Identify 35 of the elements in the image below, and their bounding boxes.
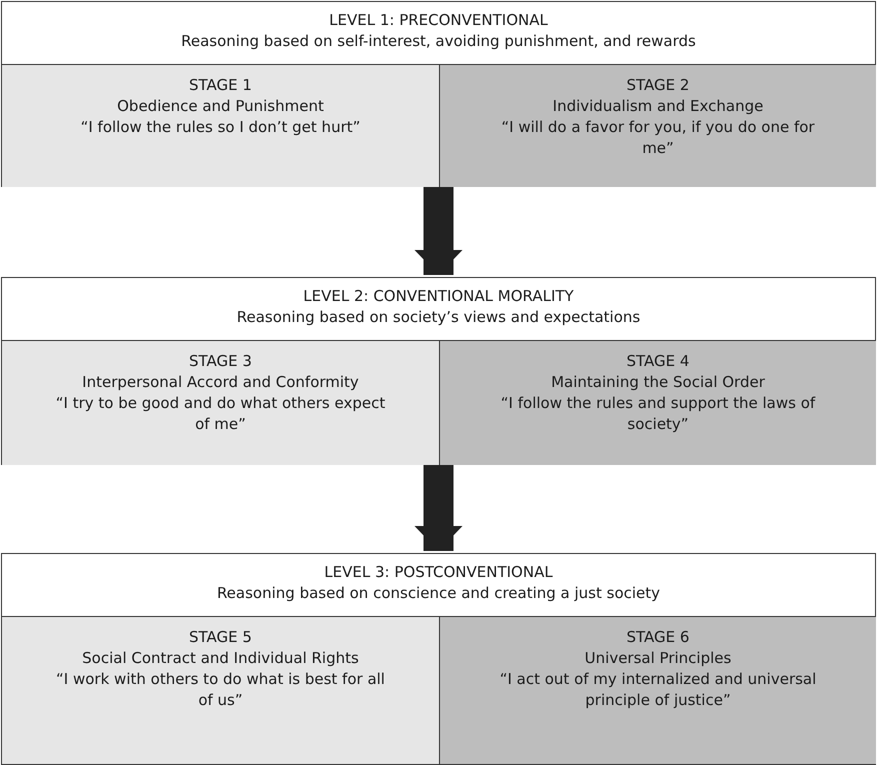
level-heading: LEVEL 2: CONVENTIONAL MORALITY xyxy=(303,286,574,307)
stage-quote: “I act out of my internalized and universal principle of justice” xyxy=(498,669,818,711)
stage-number: STAGE 4 xyxy=(626,351,690,372)
stage-quote: “I follow the rules so I don’t get hurt” xyxy=(80,117,360,138)
stage-box xyxy=(439,616,876,764)
stage-quote: “I will do a favor for you, if you do one for me” xyxy=(500,117,816,159)
stage-number: STAGE 6 xyxy=(626,627,690,648)
stage-title: Maintaining the Social Order xyxy=(551,372,765,393)
level-heading: LEVEL 3: POSTCONVENTIONAL xyxy=(324,562,553,583)
stage-title: Individualism and Exchange xyxy=(552,96,764,117)
stage-quote: “I try to be good and do what others expect of me” xyxy=(54,393,386,435)
stage-title: Social Contract and Individual Rights xyxy=(82,648,359,669)
level-description: Reasoning based on society’s views and expectations xyxy=(236,307,640,328)
stage-box xyxy=(2,340,439,465)
stage-box xyxy=(439,340,876,465)
stage-number: STAGE 1 xyxy=(189,75,252,96)
level-heading: LEVEL 1: PRECONVENTIONAL xyxy=(329,10,548,31)
level-panel xyxy=(1,553,876,765)
level-description: Reasoning based on self-interest, avoiding punishment, and rewards xyxy=(181,31,696,52)
level-panel xyxy=(1,1,876,187)
level-description: Reasoning based on conscience and creating a just society xyxy=(216,583,660,604)
arrow xyxy=(414,465,462,551)
stage-title: Interpersonal Accord and Conformity xyxy=(82,372,359,393)
level-panel xyxy=(1,277,876,465)
arrow xyxy=(414,187,462,275)
stage-box xyxy=(439,64,876,187)
stage-quote: “I work with others to do what is best for all of us” xyxy=(55,669,386,711)
stage-box xyxy=(2,616,439,764)
stage-title: Obedience and Punishment xyxy=(117,96,324,117)
stage-number: STAGE 5 xyxy=(189,627,252,648)
stage-quote: “I follow the rules and support the laws of society” xyxy=(500,393,816,435)
stage-title: Universal Principles xyxy=(584,648,732,669)
stage-box xyxy=(2,64,439,187)
stage-number: STAGE 2 xyxy=(626,75,690,96)
stage-number: STAGE 3 xyxy=(189,351,252,372)
